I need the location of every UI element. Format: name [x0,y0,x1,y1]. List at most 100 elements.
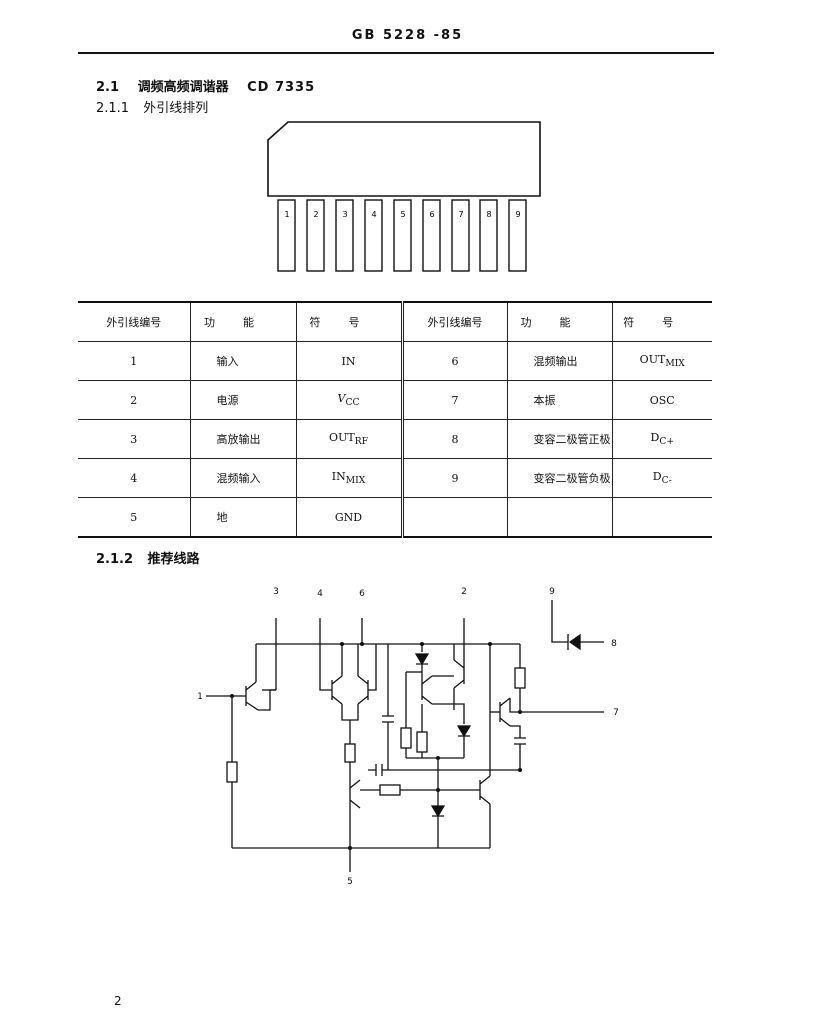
pinout-subheading-title: 外引线排列 [143,101,209,116]
junction-dot [436,756,440,760]
package-lead-3 [335,199,354,272]
junction-dot [340,642,344,646]
osc-feedback-capacitor [510,725,526,770]
rf-amplifier-transistor [245,681,259,711]
symbol-cell: DC- [611,458,712,498]
symbol-text: GND [334,510,363,524]
circuit-pin-label: 3 [273,587,279,597]
osc-diode [456,725,472,738]
symbol-text: OSC [649,393,675,407]
package-lead-label: 7 [458,210,463,219]
section-heading: 2.1 调频高频调谐器 CD 7335 [96,76,315,95]
package-lead-5 [393,199,412,272]
circuit-pin-label: 6 [359,589,365,599]
pin-cell: 4 [78,458,191,498]
symbol-text: OUT [639,352,666,366]
varactor-diode [568,633,581,651]
pin9-wire [551,600,568,643]
table-row: 2 电源 VCC 7 本振 OSC [78,380,712,420]
symbol-subscript: MIX [345,475,366,487]
section-model: CD 7335 [247,80,316,95]
package-lead-label: 8 [486,210,491,219]
symbol-text: V [337,391,346,405]
junction-dot [488,642,492,646]
function-cell: 本振 [506,380,613,420]
symbol-subscript: RF [354,436,368,448]
symbol-cell: IN [295,341,404,381]
oscillator-output-transistor [499,697,511,727]
package-lead-label: 5 [400,210,405,219]
mixer-emitter-node [341,704,359,744]
circuit-pin-label: 7 [613,708,619,718]
package-lead-9 [508,199,527,272]
circuit-pin-label: 5 [347,877,353,887]
mixer-transistor-a [331,675,343,705]
package-lead-7 [451,199,470,272]
mixer-transistor-b [357,675,369,705]
symbol-text: IN [341,354,356,368]
pinout-subheading-number: 2.1.1 [96,101,130,116]
symbol-cell: DC+ [611,419,712,459]
pin-cell: 1 [78,341,191,381]
oscillator-transistor [421,675,433,705]
decoupling-capacitor [382,644,394,770]
pinout-subheading: 2.1.1 外引线排列 [96,97,208,116]
bias-resistor [379,784,401,796]
page-number: 2 [114,994,122,1008]
mixer-tail-resistor [344,743,356,763]
input-bias-resistor [226,761,238,783]
function-cell: 电源 [189,380,297,420]
function-cell: 地 [189,497,297,538]
circuit-pin-label: 9 [549,587,555,597]
package-lead-label: 2 [313,210,318,219]
circuit-subheading-number: 2.1.2 [96,552,134,567]
bias-transistor-left [349,779,361,809]
function-cell: 输入 [189,341,297,381]
q1-emitter-wire [258,689,276,711]
osc-bias-resistor-b [416,731,428,753]
symbol-cell [611,497,712,538]
column-header-function: 功能 [189,301,297,342]
pin-cell: 6 [401,341,508,381]
ground-diode-wire-b [432,815,444,848]
symbol-cell: INMIX [295,458,404,498]
pin-cell [401,497,508,538]
circuit-pin-label: 1 [197,692,203,702]
package-lead-label: 3 [342,210,347,219]
symbol-text: OUT [329,430,355,444]
section-number: 2.1 [96,80,120,95]
mixer-collector-wires [341,644,359,676]
table-row: 4 混频输入 INMIX 9 变容二极管负极 DC- [78,458,712,498]
symbol-text: IN [331,469,346,483]
symbol-cell: VCC [295,380,404,420]
header-rule [78,52,714,54]
package-lead-8 [479,199,498,272]
package-outline-figure: 1 2 3 4 5 6 7 8 9 [267,121,541,272]
osc-bias-resistor-a [400,727,412,749]
bias-transistor-right [479,775,491,805]
function-cell: 变容二极管负极 [506,458,613,498]
symbol-text: D [652,469,662,483]
symbol-cell: GND [295,497,404,538]
package-lead-label: 1 [284,210,289,219]
symbol-subscript: C- [661,475,672,487]
symbol-cell: OUTRF [295,419,404,459]
package-lead-1 [277,199,296,272]
circuit-pin-label: 4 [317,589,323,599]
ground-diode [430,805,446,818]
symbol-subscript: CC [345,397,360,409]
junction-dot [436,788,440,792]
pin7-wire [509,698,604,713]
junction-dot [230,694,234,698]
column-header-symbol: 符号 [611,301,712,342]
section-title: 调频高频调谐器 [137,80,229,95]
junction-dot [348,846,352,850]
package-lead-label: 4 [371,210,376,219]
circuit-pin-label: 8 [611,639,617,649]
junction-dot [518,768,522,772]
junction-dot [420,642,424,646]
function-cell [506,497,613,538]
osc-load-resistor [514,667,526,689]
package-lead-label: 6 [429,210,434,219]
